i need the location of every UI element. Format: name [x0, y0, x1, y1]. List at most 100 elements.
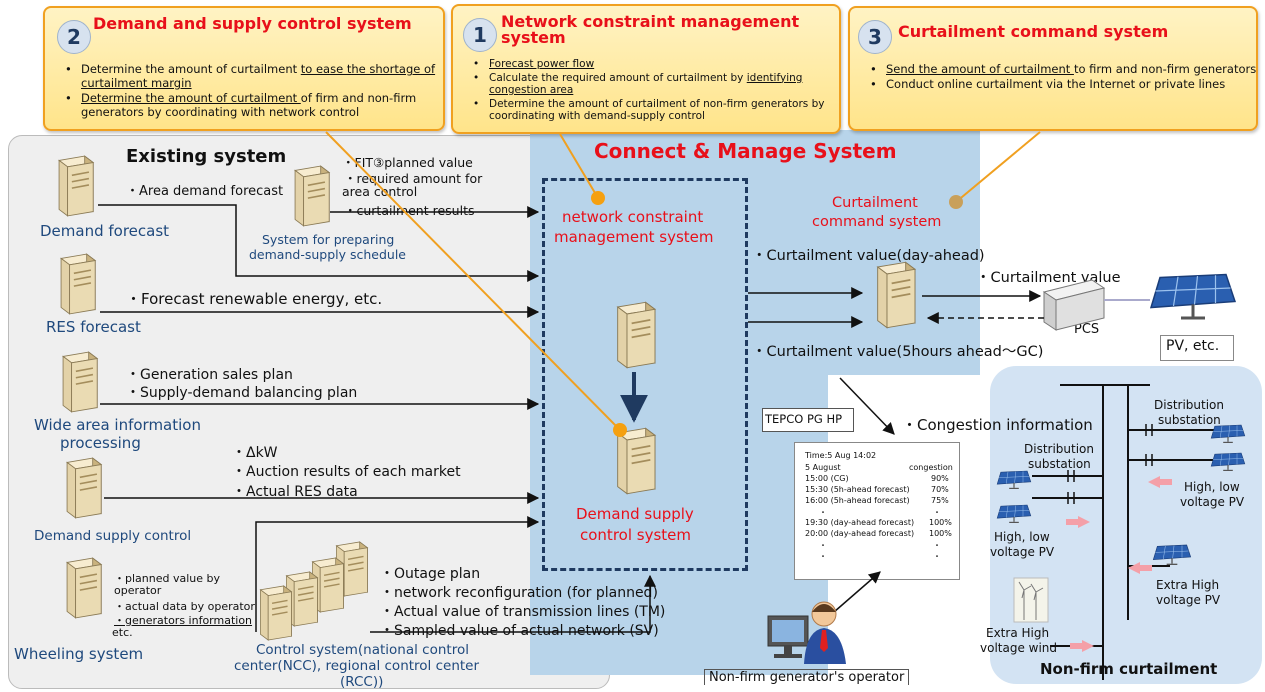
callout-1-bullet-1: Forecast power flow — [473, 58, 849, 71]
callout-2-bullet-1: Determine the amount of curtailment to e… — [65, 62, 451, 90]
outage-line-2: ・network reconfiguration (for planned) — [380, 585, 658, 601]
transformer-marks — [1067, 424, 1153, 504]
control-system-label-3: (RCC)) — [340, 674, 384, 690]
schedule-system-label-1: System for preparing — [262, 232, 395, 247]
screen-row-0-label: 15:00 (CG) — [805, 474, 849, 483]
ncms-label-1: network constraint — [562, 208, 704, 226]
screen-time: Time:5 Aug 14:02 — [805, 451, 877, 460]
pv-etc-box — [1160, 335, 1234, 361]
screen-row-1-label: 15:30 (5h-ahead forecast) — [805, 485, 910, 494]
control-system-label-2: center(NCC), regional control center — [234, 658, 480, 674]
congestion-info-label: ・Congestion information — [902, 416, 1093, 434]
callout-1-bullet-3: Determine the amount of curtailment of n… — [473, 98, 849, 123]
wide-area-label-2: processing — [60, 434, 141, 452]
pv-small-icon-3 — [996, 470, 1032, 490]
pink-arrows — [1066, 476, 1172, 652]
callout-list-3: Send the amount of curtailment to firm a… — [866, 62, 1265, 92]
screen-col-header: congestion — [909, 463, 953, 472]
fit-line-2: ・required amount for — [344, 171, 483, 186]
fit-line-4: ・curtailment results — [344, 203, 475, 218]
screen-row-2-label: 16:00 (5h-ahead forecast) — [805, 496, 910, 505]
ccs-label-2: command system — [812, 214, 942, 230]
high-low-pv-2-line-1: High, low — [994, 530, 1050, 544]
high-low-pv-1-line-2: voltage PV — [1180, 495, 1245, 509]
pv-small-icon-2 — [1210, 452, 1246, 472]
auction-label: ・Auction results of each market — [232, 464, 461, 480]
dscs-server-icon — [616, 427, 656, 495]
ehv-pv-line-1: Extra High — [1156, 578, 1220, 592]
area-demand-label: ・Area demand forecast — [126, 184, 284, 199]
callout-curtailment-command: 3 Curtailment command system Send the am… — [848, 6, 1258, 131]
screen-dot-1: ・ — [819, 508, 827, 517]
outage-line-1: ・Outage plan — [380, 566, 481, 582]
screen-row-1-value: 70% — [931, 485, 949, 494]
operator-label: Non-firm generator's operator — [704, 669, 910, 685]
wide-area-server-icon — [62, 351, 99, 413]
nonfirm-title: Non-firm curtailment — [1040, 660, 1218, 678]
screen-dot-2: ・ — [933, 508, 941, 517]
curtailment-5h-label: ・Curtailment value(5hours ahead～GC) — [752, 344, 1044, 360]
wheeling-note-4: ・generators information — [114, 614, 253, 627]
screen-dot-4: ・ — [933, 541, 941, 550]
callout-number-1: 1 — [463, 18, 497, 52]
wide-area-label-1: Wide area information — [34, 416, 201, 434]
dist-sub-2-line-2: substation — [1028, 457, 1091, 471]
forecast-renewable-label: ・Forecast renewable energy, etc. — [126, 290, 383, 308]
screen-row-4-value: 100% — [929, 529, 952, 538]
wind-turbine-icon — [1013, 577, 1049, 623]
dist-sub-1-line-1: Distribution — [1154, 398, 1225, 412]
callout-title-3: Curtailment command system — [898, 22, 1169, 41]
wheeling-note-5: etc. — [112, 626, 133, 639]
pv-etc-label: PV, etc. — [1166, 338, 1220, 354]
wheeling-server-icon — [66, 557, 103, 619]
callout-title-2: Demand and supply control system — [93, 14, 412, 33]
wheeling-label: Wheeling system — [14, 645, 144, 663]
pcs-label: PCS — [1074, 322, 1100, 337]
callout-3-bullet-2: Conduct online curtailment via the Inter… — [870, 77, 1265, 91]
control-server-icon-4 — [259, 585, 293, 641]
actual-res-label: ・Actual RES data — [232, 484, 358, 500]
screen-dot-6: ・ — [933, 552, 941, 561]
screen-dot-3: ・ — [819, 541, 827, 550]
control-system-label-1: Control system(national control — [256, 642, 469, 658]
wheeling-note-2: operator — [114, 584, 162, 597]
dscs-label-1: Demand supply — [576, 505, 694, 523]
demand-supply-control-label: Demand supply control — [34, 528, 192, 544]
callout-list-1: Forecast power flow Calculate the requir… — [469, 58, 849, 124]
callout-network-constraint: 1 Network constraint management system F… — [451, 4, 841, 134]
cms-title: Connect & Manage System — [594, 139, 897, 163]
tepco-hp-box — [762, 408, 854, 432]
screen-row-0-value: 90% — [931, 474, 949, 483]
curtailment-day-ahead-label: ・Curtailment value(day-ahead) — [752, 248, 985, 264]
ccs-server-icon — [876, 261, 916, 329]
high-low-pv-2-line-2: voltage PV — [990, 545, 1055, 559]
ehv-wind-line-2: voltage wind — [980, 641, 1058, 655]
ehv-pv-line-2: voltage PV — [1156, 593, 1221, 607]
fit-line-3: area control — [342, 184, 418, 199]
demand-forecast-label: Demand forecast — [40, 222, 170, 240]
pv-panel-icon — [1151, 275, 1235, 319]
pv-small-icon-1 — [1210, 424, 1246, 444]
tepco-hp-label: TEPCO PG HP — [765, 412, 843, 426]
existing-system-title: Existing system — [126, 146, 287, 167]
callout-1-bullet-2: Calculate the required amount of curtail… — [473, 72, 849, 97]
ncms-server-icon — [616, 301, 656, 369]
wheeling-note-1: ・planned value by — [114, 572, 221, 585]
fit-line-1: ・FIT③planned value — [342, 155, 473, 170]
res-forecast-label: RES forecast — [46, 318, 141, 336]
dist-sub-1-line-2: substation — [1158, 413, 1221, 427]
callout-number-2: 2 — [57, 20, 91, 54]
cms-panel — [530, 130, 980, 375]
callout-demand-supply: 2 Demand and supply control system Deter… — [43, 6, 445, 131]
ncms-label-2: management system — [554, 228, 714, 246]
screen-row-4-label: 20:00 (day-ahead forecast) — [805, 529, 915, 538]
wheeling-note-3: ・actual data by operator — [114, 600, 255, 613]
pcs-icon — [1042, 279, 1106, 331]
dist-sub-2-line-1: Distribution — [1024, 442, 1095, 456]
dscs-label-2: control system — [580, 526, 691, 544]
congestion-screen: Time:5 Aug 14:02 5 August congestion 15:… — [794, 442, 960, 580]
screen-row-2-value: 75% — [931, 496, 949, 505]
dkw-label: ・ΔkW — [232, 445, 278, 461]
pv-small-icon-4 — [996, 504, 1032, 524]
